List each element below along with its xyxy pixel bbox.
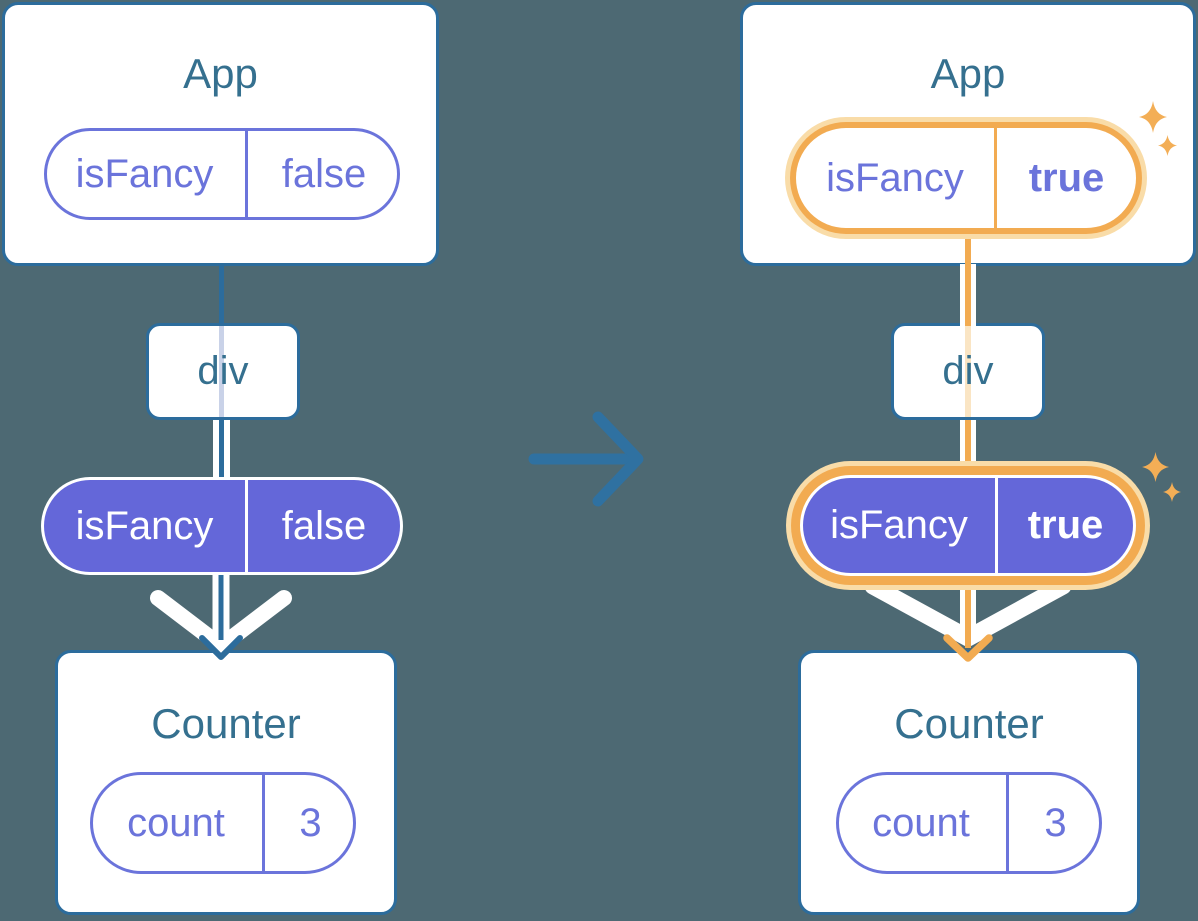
- prop-name: isFancy: [830, 503, 968, 547]
- app-title: App: [930, 50, 1006, 97]
- down-arrow-icon: [856, 570, 1080, 674]
- sparkle-icon: [1139, 101, 1167, 133]
- prop-connector-core: [219, 420, 224, 482]
- sparkle-icon: [1158, 135, 1177, 156]
- state-pill: [44, 128, 400, 220]
- prop-pill: [44, 480, 400, 572]
- prop-value: true: [1027, 503, 1104, 547]
- prop-connector-core: [965, 420, 971, 480]
- div-label: div: [942, 349, 994, 393]
- prop-connector-stripe: [213, 420, 230, 482]
- state-name: count: [127, 800, 225, 845]
- state-value: false: [281, 151, 367, 196]
- state-pill-highlighted: [796, 128, 1136, 228]
- prop-connector-stripe-highlighted: [960, 264, 976, 326]
- prop-connector-line: [219, 260, 224, 326]
- prop-value: false: [281, 503, 367, 548]
- prop-line-faded: [965, 326, 971, 417]
- counter-title: Counter: [151, 700, 301, 747]
- prop-connector-core: [965, 264, 971, 326]
- prop-line-faded: [219, 326, 224, 417]
- state-value: true: [1028, 155, 1105, 200]
- pill-divider: [262, 772, 265, 874]
- down-arrow-icon: [139, 572, 303, 672]
- sparkle-icon: [1163, 482, 1181, 502]
- state-name: isFancy: [826, 155, 964, 200]
- app-title: App: [183, 50, 258, 97]
- sparkle-icon: [1142, 452, 1169, 482]
- state-pill: [90, 772, 356, 874]
- prop-connector-stripe-highlighted: [960, 420, 976, 480]
- state-name: isFancy: [75, 151, 214, 196]
- right-arrow-icon: [528, 410, 648, 508]
- counter-title: Counter: [894, 700, 1044, 747]
- state-value: 3: [1044, 800, 1067, 845]
- div-label: div: [197, 349, 249, 393]
- pill-divider: [994, 128, 997, 228]
- state-pill: [836, 772, 1102, 874]
- prop-connector-line-highlighted: [965, 233, 971, 266]
- state-value: 3: [299, 800, 322, 845]
- pill-divider: [245, 480, 248, 572]
- pill-divider: [995, 478, 998, 573]
- prop-name: isFancy: [75, 503, 214, 548]
- pill-divider: [245, 128, 248, 220]
- prop-pill-highlighted: [803, 478, 1133, 573]
- state-name: count: [872, 800, 970, 845]
- pill-divider: [1006, 772, 1009, 874]
